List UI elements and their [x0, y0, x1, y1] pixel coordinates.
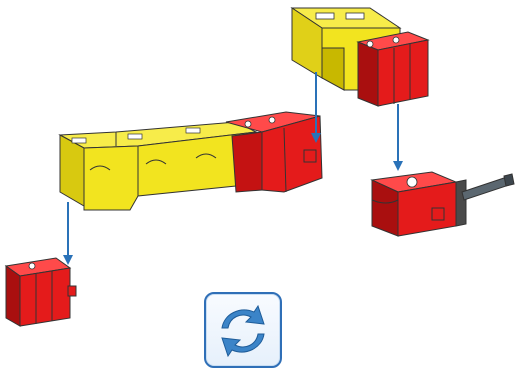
red-small-block: [4, 257, 77, 327]
rotate-arrows-icon: [221, 304, 265, 358]
rotate-button[interactable]: [204, 292, 282, 368]
red-axle-hub: [370, 171, 515, 237]
red-connector-stack-top: [356, 31, 430, 107]
yellow-red-assembly: [58, 111, 323, 211]
